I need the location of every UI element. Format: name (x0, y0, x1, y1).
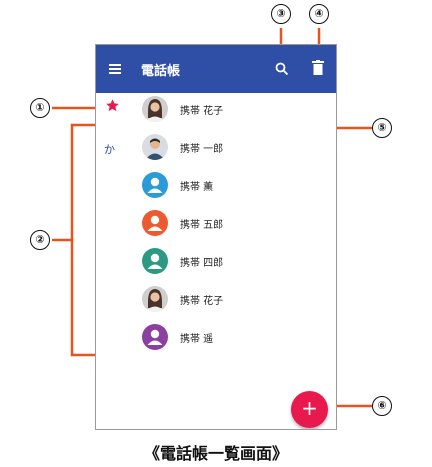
phone-screen: 電話帳 か 携帯 花子携帯 一郎携帯 薫携帯 五郎携帯 四郎携帯 花子携帯 遥 … (95, 44, 337, 430)
contact-row[interactable]: 携帯 薫 (142, 172, 332, 200)
delete-icon[interactable] (312, 60, 324, 76)
person-icon (142, 172, 168, 198)
callout-6: ⑥ (372, 396, 392, 416)
callout-line-2-bracket (70, 123, 95, 357)
contact-name: 携帯 花子 (180, 296, 224, 307)
contact-name: 携帯 薫 (180, 182, 214, 193)
contact-row[interactable]: 携帯 花子 (142, 286, 332, 314)
callout-3: ③ (271, 4, 291, 24)
star-icon[interactable] (105, 98, 120, 113)
person-icon (142, 324, 168, 350)
callout-4: ④ (309, 4, 329, 24)
index-kana[interactable]: か (104, 143, 115, 156)
search-icon[interactable] (274, 61, 290, 77)
contact-name: 携帯 四郎 (180, 258, 224, 269)
screen-caption: 《電話帳一覧画面》 (143, 444, 288, 463)
app-bar: 電話帳 (96, 45, 336, 93)
contact-name: 携帯 五郎 (180, 220, 224, 231)
app-title: 電話帳 (141, 64, 181, 79)
contact-name: 携帯 遥 (180, 334, 214, 345)
contact-name: 携帯 一郎 (180, 144, 224, 155)
callout-1: ① (30, 98, 50, 118)
avatar-photo (142, 96, 168, 122)
contact-row[interactable]: 携帯 一郎 (142, 134, 332, 162)
person-icon (142, 210, 168, 236)
contact-row[interactable]: 携帯 花子 (142, 96, 332, 124)
contact-row[interactable]: 携帯 四郎 (142, 248, 332, 276)
contact-row[interactable]: 携帯 五郎 (142, 210, 332, 238)
avatar-photo (142, 286, 168, 312)
add-contact-button[interactable]: + (291, 391, 328, 428)
contact-name: 携帯 花子 (180, 106, 224, 117)
avatar-photo (142, 134, 168, 160)
callout-5: ⑤ (372, 118, 392, 138)
person-icon (142, 248, 168, 274)
contact-row[interactable]: 携帯 遥 (142, 324, 332, 352)
callout-2: ② (30, 230, 50, 250)
menu-icon[interactable] (109, 64, 121, 74)
